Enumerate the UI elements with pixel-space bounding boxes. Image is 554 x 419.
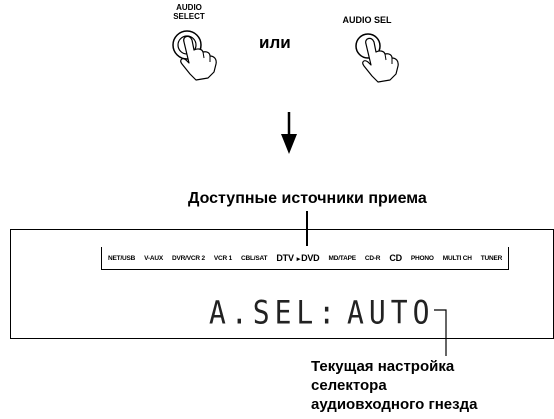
available-sources-heading: Доступные источники приема [188, 190, 427, 207]
source-multi-ch: MULTI CH [442, 254, 472, 262]
source-cd-r: CD-R [364, 254, 381, 262]
source-cbl-sat: CBL/SAT [241, 254, 268, 262]
source-dvd: DVD [297, 253, 320, 263]
display-label-asel: A.SEL: [209, 293, 341, 332]
source-dvr-vcr2: DVR/VCR 2 [172, 254, 205, 262]
heading-leader-line [306, 211, 308, 246]
source-cd: CD [389, 253, 402, 263]
front-panel-display: NET/USB V-AUX DVR/VCR 2 VCR 1 CBL/SAT DT… [10, 229, 554, 339]
current-setting-caption: Текущая настройка селектора аудиовходног… [311, 358, 478, 413]
audio-sel-button-hand-icon [355, 33, 399, 83]
source-net-usb: NET/USB [108, 254, 136, 262]
down-arrow-icon [281, 112, 297, 154]
or-text: или [259, 33, 291, 52]
source-dtv: DTV [276, 253, 294, 263]
source-v-aux: V-AUX [144, 254, 164, 262]
audio-sel-label: AUDIO SEL [342, 15, 392, 25]
caption-leader-line [434, 309, 447, 356]
input-sources-bracket: NET/USB V-AUX DVR/VCR 2 VCR 1 CBL/SAT DT… [101, 247, 510, 270]
audio-select-button-hand-icon [172, 30, 217, 81]
audio-select-label: AUDIO SELECT [173, 3, 205, 21]
source-vcr1: VCR 1 [213, 254, 233, 262]
display-value-auto: AUTO [347, 293, 435, 332]
source-phono: PHONO [410, 254, 434, 262]
source-md-tape: MD/TAPE [328, 254, 356, 262]
source-tuner: TUNER [480, 254, 503, 262]
